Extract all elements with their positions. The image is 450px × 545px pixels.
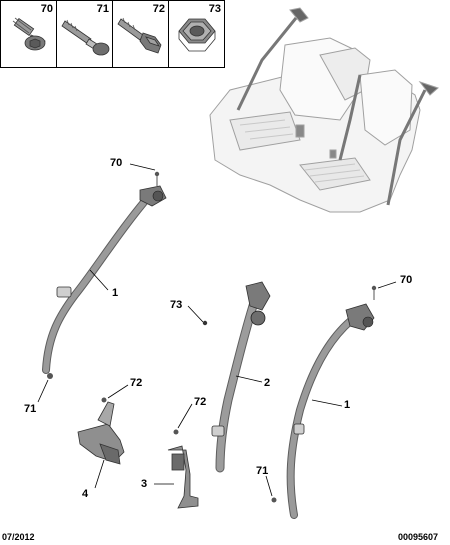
callout-1-right: 1: [344, 399, 351, 411]
callout-70-top: 70: [110, 157, 123, 169]
callout-1-left: 1: [112, 287, 119, 299]
callout-72-mid: 72: [194, 396, 207, 408]
callout-71-right: 71: [256, 465, 269, 477]
footer-reference: 00095607: [398, 532, 439, 542]
fastener-ref-72: 72: [152, 3, 165, 15]
fastener-ref-73: 73: [208, 3, 221, 15]
fastener-cell-70: 70: [1, 1, 57, 67]
hex-nut-icon: [178, 18, 216, 52]
belt-1-right: [271, 285, 377, 519]
callout-70-right: 70: [400, 274, 413, 286]
fastener-cell-73: 73: [169, 1, 224, 67]
fastener-cell-71: 71: [57, 1, 113, 67]
belt-1-left: [42, 171, 167, 379]
callout-2: 2: [264, 377, 271, 389]
fastener-ref-71: 71: [96, 3, 109, 15]
fastener-cell-72: 72: [113, 1, 169, 67]
hex-bolt-icon: [117, 17, 162, 54]
buckle-4: [77, 397, 125, 465]
callout-71-left: 71: [24, 403, 37, 415]
callout-73-mid: 73: [170, 299, 183, 311]
belt-2-centre: [202, 281, 271, 473]
callout-72-left: 72: [130, 377, 143, 389]
flanged-bolt-icon: [12, 17, 46, 51]
shouldered-bolt-icon: [61, 19, 110, 56]
fastener-ref-70: 70: [40, 3, 53, 15]
leader-lines: [37, 163, 397, 497]
rear-seat-illustration: [209, 7, 439, 213]
buckle-3: [167, 429, 199, 509]
footer-date: 07/2012: [2, 532, 35, 542]
fastener-table: 70 71: [0, 0, 225, 68]
callout-4: 4: [82, 488, 89, 500]
callout-3: 3: [141, 478, 148, 490]
